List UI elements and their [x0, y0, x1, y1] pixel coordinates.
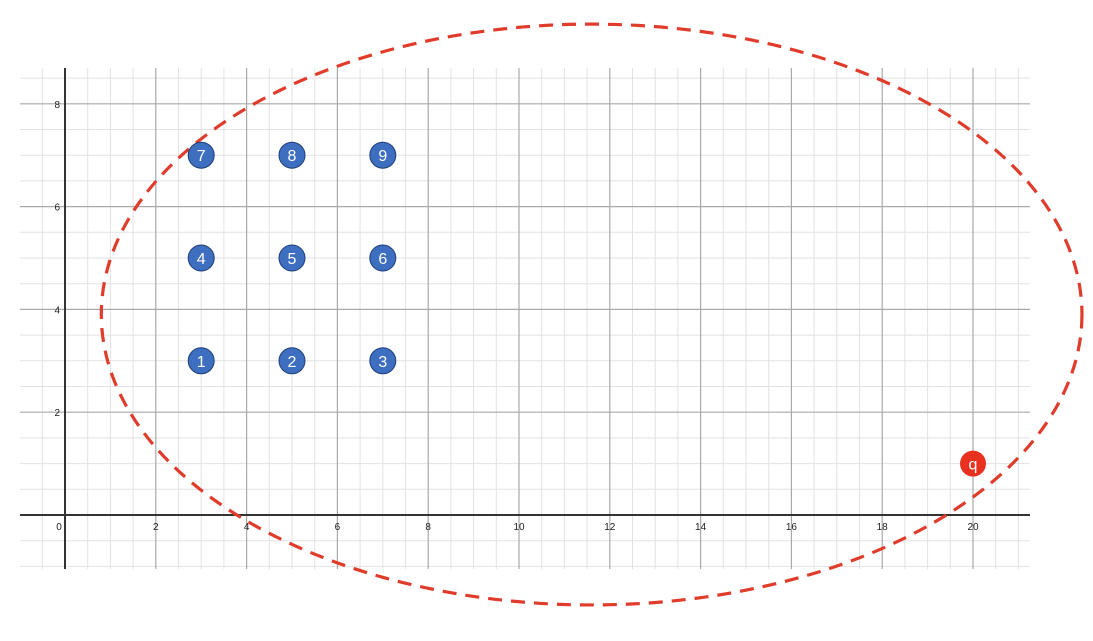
- data-point-marker: [187, 141, 215, 169]
- x-tick-label: 4: [244, 522, 250, 533]
- data-point-label: 2: [288, 354, 297, 371]
- points-layer: 1 2 3 4 5 6 7 8 9 q: [187, 141, 986, 477]
- x-tick-label: 2: [153, 522, 159, 533]
- data-point-label: 7: [197, 148, 206, 165]
- data-point-1: 1: [187, 347, 215, 375]
- axes: [20, 68, 1030, 569]
- major-gridlines: [20, 68, 1030, 569]
- data-point-marker: [187, 347, 215, 375]
- data-point-label: q: [969, 457, 978, 474]
- data-point-label: 3: [378, 354, 387, 371]
- y-tick-label: 2: [54, 408, 60, 419]
- data-point-2: 2: [278, 347, 306, 375]
- data-point-marker: [369, 141, 397, 169]
- x-tick-label: 14: [695, 522, 707, 533]
- y-tick-label: 6: [54, 203, 60, 214]
- data-point-q: q: [960, 450, 986, 477]
- data-point-6: 6: [369, 244, 397, 272]
- data-point-4: 4: [187, 244, 215, 272]
- data-point-marker: [278, 347, 306, 375]
- x-tick-labels: 0 2 4 6 8 10 12 14 16 18 20: [56, 522, 979, 533]
- y-tick-label: 4: [54, 305, 60, 316]
- data-point-marker: [187, 244, 215, 272]
- annotation-layer: [99, 22, 1084, 607]
- x-tick-label: 12: [604, 522, 616, 533]
- data-point-label: 5: [288, 251, 297, 268]
- data-point-marker: [960, 450, 986, 477]
- minor-gridlines: [20, 68, 1030, 569]
- data-point-7: 7: [187, 141, 215, 169]
- data-point-label: 4: [197, 251, 206, 268]
- data-point-marker: [369, 347, 397, 375]
- x-tick-label: 20: [967, 522, 979, 533]
- data-point-label: 1: [197, 354, 206, 371]
- data-point-3: 3: [369, 347, 397, 375]
- data-point-8: 8: [278, 141, 306, 169]
- x-tick-label: 16: [786, 522, 798, 533]
- x-tick-label: 6: [335, 522, 341, 533]
- data-point-label: 9: [378, 148, 387, 165]
- y-tick-labels: 2 4 6 8: [54, 100, 60, 419]
- data-point-5: 5: [278, 244, 306, 272]
- dashed-ellipse-annotation: [99, 22, 1084, 607]
- x-tick-label: 10: [513, 522, 525, 533]
- y-tick-label: 8: [54, 100, 60, 111]
- data-point-label: 6: [378, 251, 387, 268]
- data-point-marker: [369, 244, 397, 272]
- x-tick-label: 0: [56, 522, 62, 533]
- data-point-9: 9: [369, 141, 397, 169]
- data-point-label: 8: [288, 148, 297, 165]
- x-tick-label: 18: [877, 522, 889, 533]
- data-point-marker: [278, 141, 306, 169]
- x-tick-label: 8: [425, 522, 431, 533]
- data-point-marker: [278, 244, 306, 272]
